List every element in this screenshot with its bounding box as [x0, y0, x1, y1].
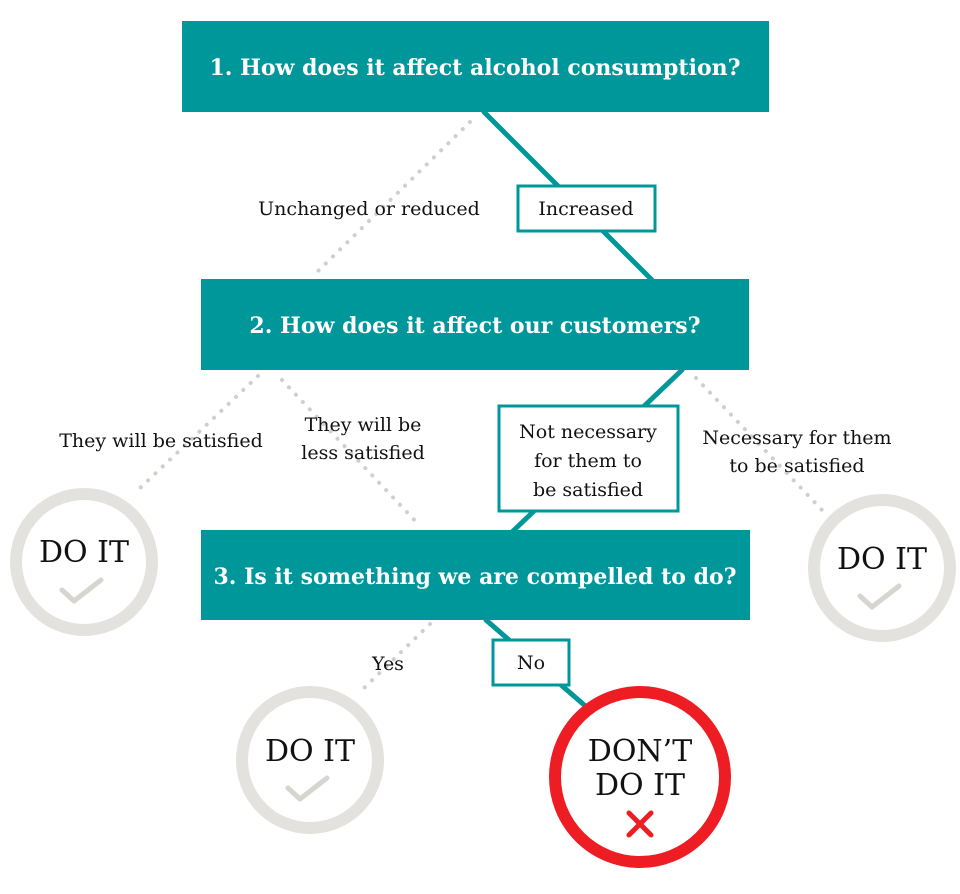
- answer-satisfied-text: They will be satisfied: [59, 430, 263, 452]
- answer-not-necessary-line-2: for them to: [534, 450, 642, 472]
- connectors: [136, 109, 824, 713]
- outcome-dont-do-it-line-1: DON’T: [588, 734, 692, 769]
- check-icon: [59, 577, 104, 604]
- outcome-do-it-right: DO IT: [808, 494, 956, 642]
- question-1-box: [182, 21, 769, 112]
- outcome-dont-do-it-line-2: DO IT: [595, 768, 685, 803]
- outcome-do-it-right-ring: [808, 494, 956, 642]
- question-2-text: 2. How does it affect our customers?: [249, 313, 700, 339]
- connector-q1-unchanged: [311, 120, 472, 278]
- question-1: 1. How does it affect alcohol consumptio…: [182, 21, 769, 112]
- question-3-box: [201, 530, 750, 620]
- answer-no: No: [491, 638, 571, 687]
- answer-less-satisfied-line-1: They will be: [305, 414, 422, 436]
- outcome-do-it-bottom: DO IT: [236, 686, 384, 834]
- answer-less-satisfied-line-2: less satisfied: [301, 442, 424, 464]
- question-2: 2. How does it affect our customers?: [201, 279, 749, 370]
- outcome-do-it-bottom-label: DO IT: [265, 734, 355, 769]
- answer-increased-text: Increased: [538, 198, 633, 220]
- check-icon: [857, 583, 902, 610]
- answer-necessary-line-2: to be satisfied: [729, 455, 864, 477]
- outcome-do-it-left-ring: [10, 488, 158, 636]
- answer-not-necessary: Not necessary for them to be satisfied: [497, 404, 680, 513]
- outcome-do-it-right-label: DO IT: [837, 542, 927, 577]
- connector-q2-necessary: [694, 376, 824, 512]
- cross-icon: [626, 810, 654, 838]
- answer-no-box: [491, 638, 571, 687]
- question-3-text: 3. Is it something we are compelled to d…: [213, 564, 736, 590]
- outcome-do-it-left: DO IT: [10, 488, 158, 636]
- outcome-do-it-bottom-ring: [236, 686, 384, 834]
- connector-q3-yes: [360, 622, 432, 692]
- answer-increased-box: [516, 184, 657, 233]
- outcome-do-it-left-label: DO IT: [39, 535, 129, 570]
- answer-increased: Increased: [516, 184, 657, 233]
- connector-q2-satisfied: [136, 374, 260, 492]
- question-3: 3. Is it something we are compelled to d…: [201, 530, 750, 620]
- answer-unchanged-text: Unchanged or reduced: [258, 198, 480, 220]
- outcome-dont-do-it-ring: [549, 686, 731, 868]
- check-icon: [285, 775, 330, 802]
- connector-q2-less-satisfied: [280, 378, 422, 528]
- answer-necessary-line-1: Necessary for them: [702, 427, 891, 449]
- answer-yes-text: Yes: [371, 653, 404, 675]
- question-2-box: [201, 279, 749, 370]
- answer-not-necessary-line-3: be satisfied: [533, 479, 643, 501]
- outcome-dont-do-it: DON’T DO IT: [549, 686, 731, 868]
- answer-not-necessary-line-1: Not necessary: [519, 421, 657, 443]
- answer-not-necessary-box: [497, 404, 680, 513]
- question-1-text: 1. How does it affect alcohol consumptio…: [209, 55, 740, 81]
- answer-no-text: No: [517, 652, 545, 674]
